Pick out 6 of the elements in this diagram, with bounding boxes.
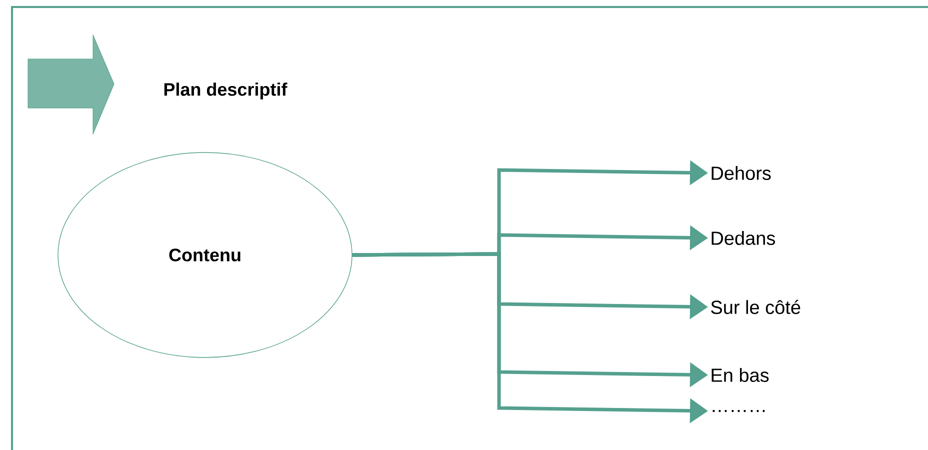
item-label: Sur le côté — [711, 300, 800, 314]
item-label: Dehors — [712, 166, 771, 180]
item-label: ……… — [712, 410, 765, 412]
item-label: Dedans — [712, 231, 775, 245]
title: Plan descriptif — [164, 82, 288, 100]
item-label: En bas — [712, 368, 769, 382]
